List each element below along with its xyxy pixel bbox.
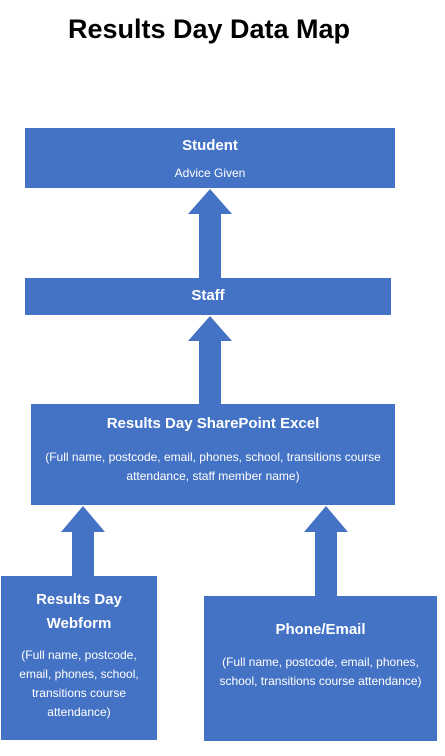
sharepoint-excel-box-title: Results Day SharePoint Excel (106, 415, 320, 432)
sharepoint-excel-box: Results Day SharePoint Excel (Full name,… (31, 404, 395, 505)
student-box: Student Advice Given (25, 128, 395, 188)
arrow-phone-email-to-excel (304, 506, 348, 596)
sharepoint-excel-box-fields: (Full name, postcode, email, phones, sch… (45, 450, 381, 483)
arrow-staff-to-student (188, 189, 232, 278)
arrow-excel-to-staff (188, 316, 232, 404)
phone-email-box-fields: (Full name, postcode, email, phones, sch… (219, 655, 422, 688)
phone-email-box-title: Phone/Email (275, 621, 366, 638)
student-box-title: Student (182, 137, 238, 154)
webform-box: Results Day Webform (Full name, postcode… (1, 576, 157, 740)
page-title: Results Day Data Map (67, 14, 351, 44)
staff-box: Staff (25, 278, 391, 315)
arrow-webform-to-excel (61, 506, 105, 576)
staff-box-title: Staff (191, 287, 225, 304)
webform-box-fields: (Full name, postcode, email, phones, sch… (19, 648, 139, 719)
student-box-subtitle: Advice Given (174, 166, 246, 180)
webform-box-title: Results Day Webform (36, 591, 122, 632)
phone-email-box: Phone/Email (Full name, postcode, email,… (204, 596, 437, 741)
